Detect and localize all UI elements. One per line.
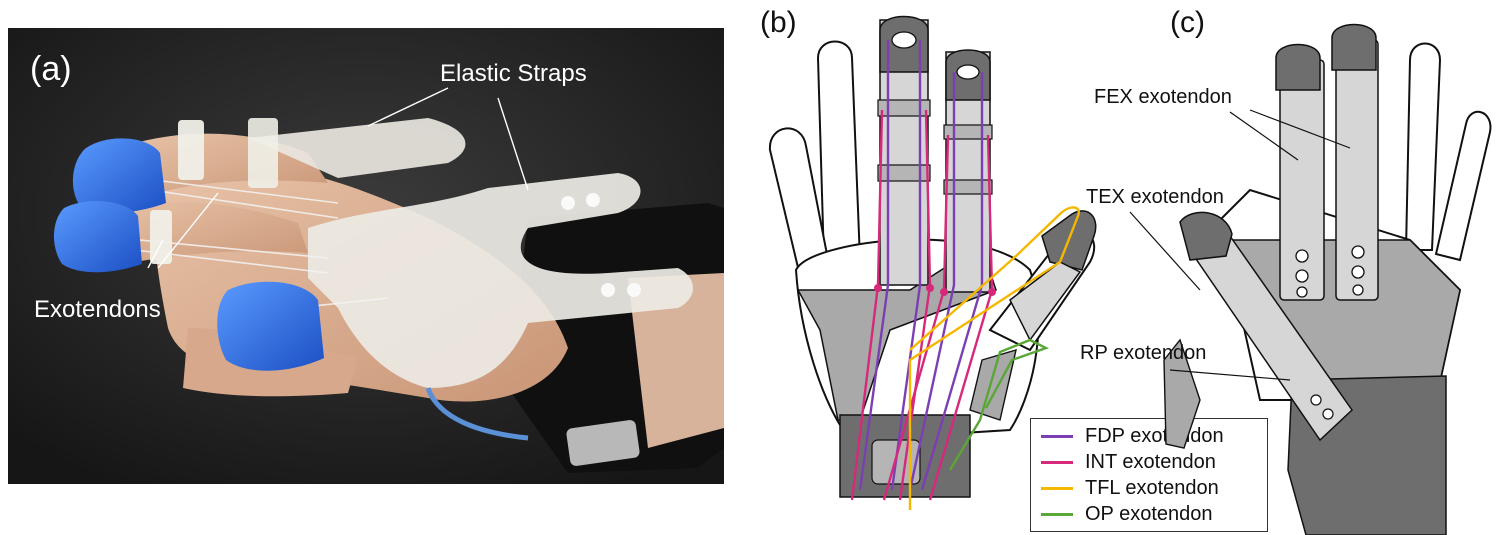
legend-swatch-int <box>1041 461 1073 464</box>
fex-annotation: FEX exotendon <box>1094 86 1232 109</box>
photo-panel: (a) Elastic Straps Exotendons <box>8 28 724 484</box>
exotendons-annotation: Exotendons <box>34 296 161 324</box>
legend-swatch-op <box>1041 513 1073 516</box>
panel-c-label: (c) <box>1170 6 1205 40</box>
panel-b-label: (b) <box>760 6 797 40</box>
tex-annotation: TEX exotendon <box>1086 186 1224 209</box>
dorsal-diagram-panel: (c) FEX exotendon TEX exotendon RP exote… <box>1080 0 1496 535</box>
rp-annotation: RP exotendon <box>1080 342 1206 365</box>
elastic-straps-annotation: Elastic Straps <box>440 60 587 88</box>
legend-swatch-tfl <box>1041 487 1073 490</box>
dorsal-hand-diagram <box>1080 0 1496 535</box>
hand-photo <box>8 28 724 484</box>
panel-a-label: (a) <box>30 50 72 89</box>
legend-swatch-fdp <box>1041 435 1073 438</box>
